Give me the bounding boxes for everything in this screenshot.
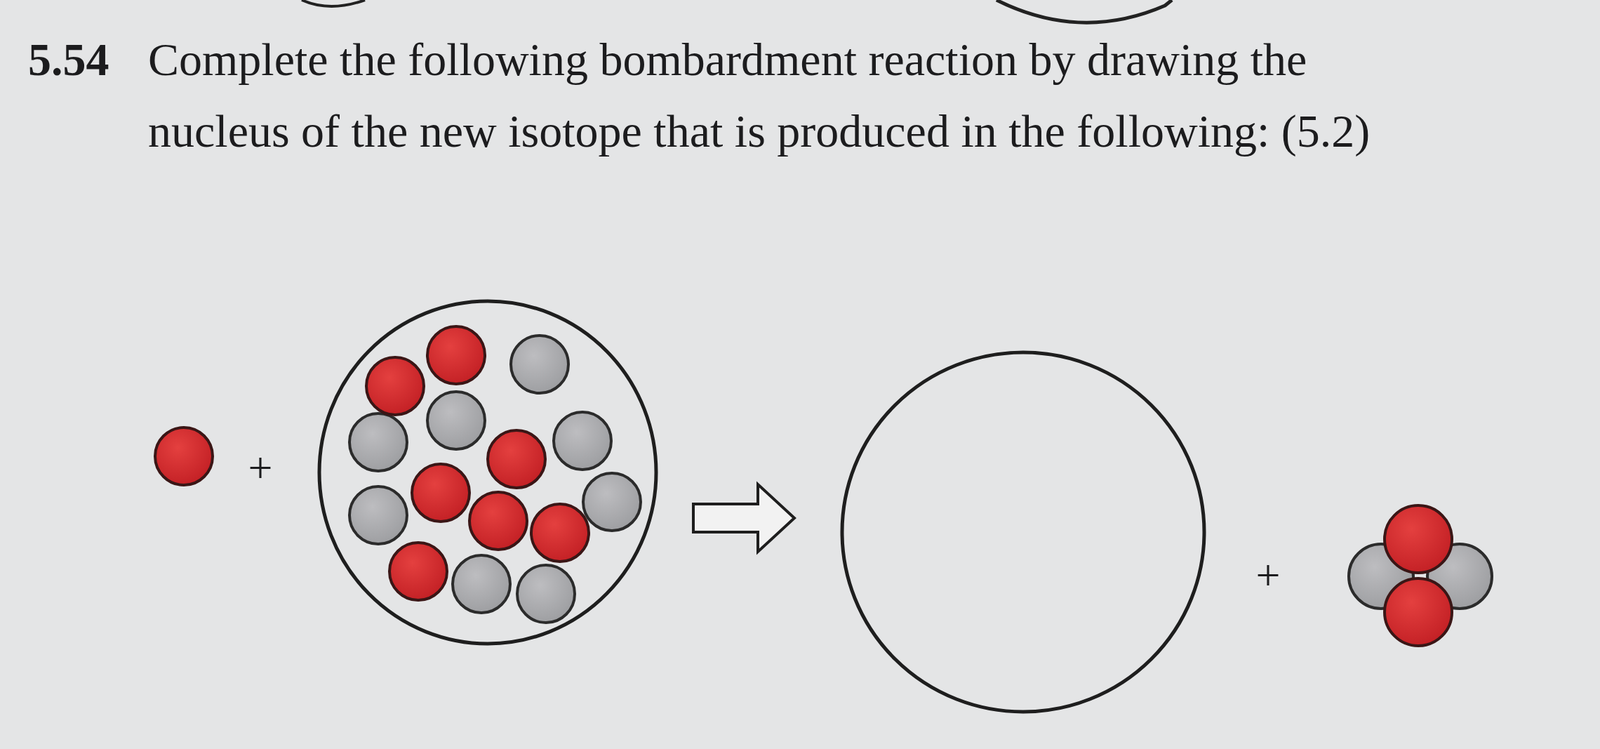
empty-product-nucleus [842, 352, 1205, 712]
problem-number: 5.54 [28, 23, 110, 96]
proton-particle [531, 503, 589, 562]
proton-particle [1384, 505, 1452, 573]
proton-particle [366, 357, 424, 415]
proton-particle [411, 463, 470, 522]
neutron-particle [349, 413, 408, 471]
neutron-particle [349, 486, 408, 544]
alpha-particle [1348, 505, 1492, 646]
target-nucleus [319, 301, 657, 644]
reaction-arrow [693, 484, 795, 552]
proton-particle [487, 430, 546, 488]
cut-figure-edge [301, 0, 365, 7]
neutron-particle [510, 335, 569, 393]
cut-figure-edge [996, 0, 1172, 23]
neutron-particle [517, 564, 575, 623]
plus-sign: + [248, 442, 273, 492]
neutron-particle [427, 391, 485, 450]
neutron-particle [583, 472, 641, 531]
problem-statement: Complete the following bombardment react… [148, 23, 1391, 168]
neutron-particle [553, 411, 612, 470]
nucleus-outline [319, 301, 657, 644]
problem-number-slot: 5.54 [28, 23, 110, 96]
proton-particle [427, 326, 485, 384]
problem-statement-slot: Complete the following bombardment react… [148, 23, 1391, 168]
proton-particle [1384, 578, 1452, 646]
proton-particle [155, 427, 213, 485]
proton-particle [469, 491, 528, 550]
plus-sign-slot: + [248, 442, 273, 492]
neutron-particle [452, 555, 511, 613]
plus-sign-slot: + [1256, 550, 1281, 600]
plus-sign: + [1256, 550, 1281, 600]
proton-particle [389, 542, 448, 600]
